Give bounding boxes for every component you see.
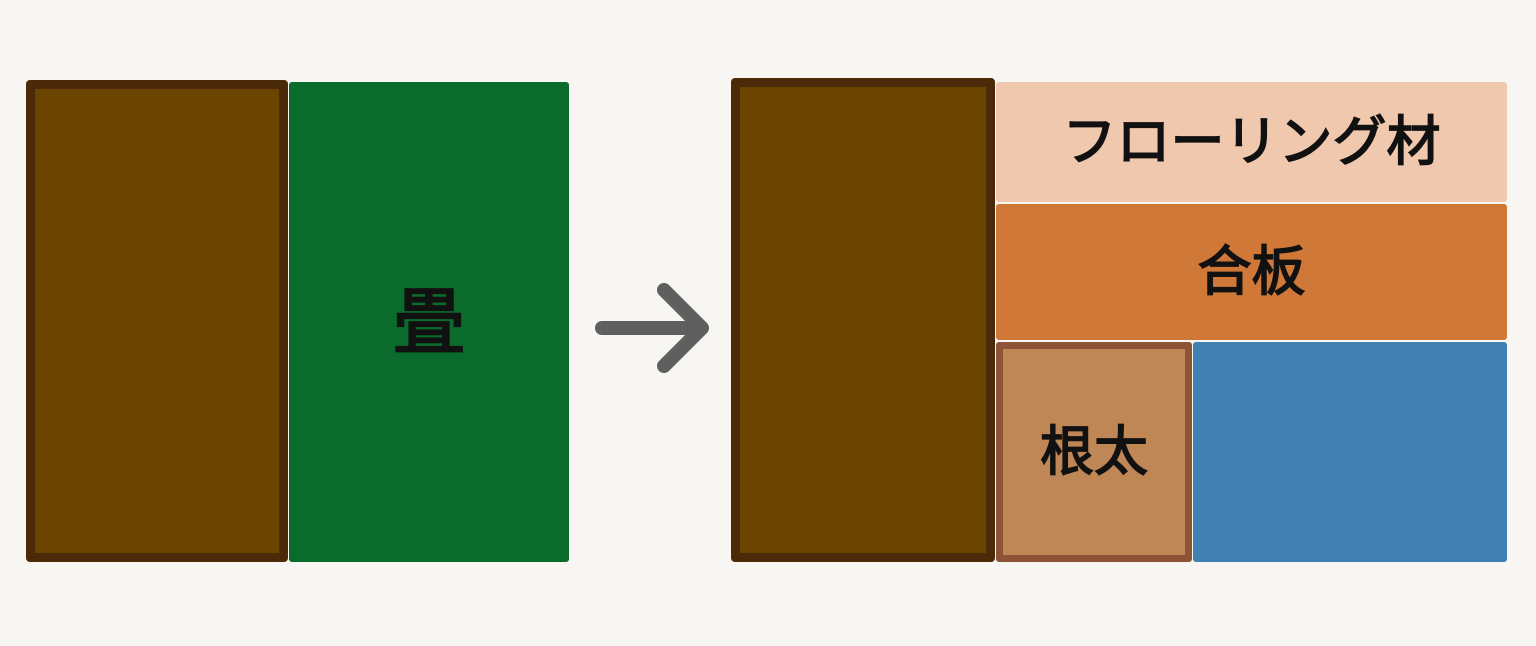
flooring-layer: フローリング材 — [996, 82, 1507, 202]
arrow-right-icon — [595, 283, 709, 373]
joist-block: 根太 — [996, 342, 1192, 562]
tatami-label: 畳 — [392, 280, 465, 364]
insulation-block — [1193, 342, 1507, 562]
joist-label: 根太 — [1040, 420, 1148, 483]
after-wood-post — [731, 78, 995, 562]
before-wood-post — [26, 80, 288, 562]
tatami-block: 畳 — [289, 82, 569, 562]
plywood-layer: 合板 — [996, 204, 1507, 340]
plywood-label: 合板 — [1197, 240, 1306, 303]
flooring-label: フローリング材 — [1062, 110, 1441, 173]
